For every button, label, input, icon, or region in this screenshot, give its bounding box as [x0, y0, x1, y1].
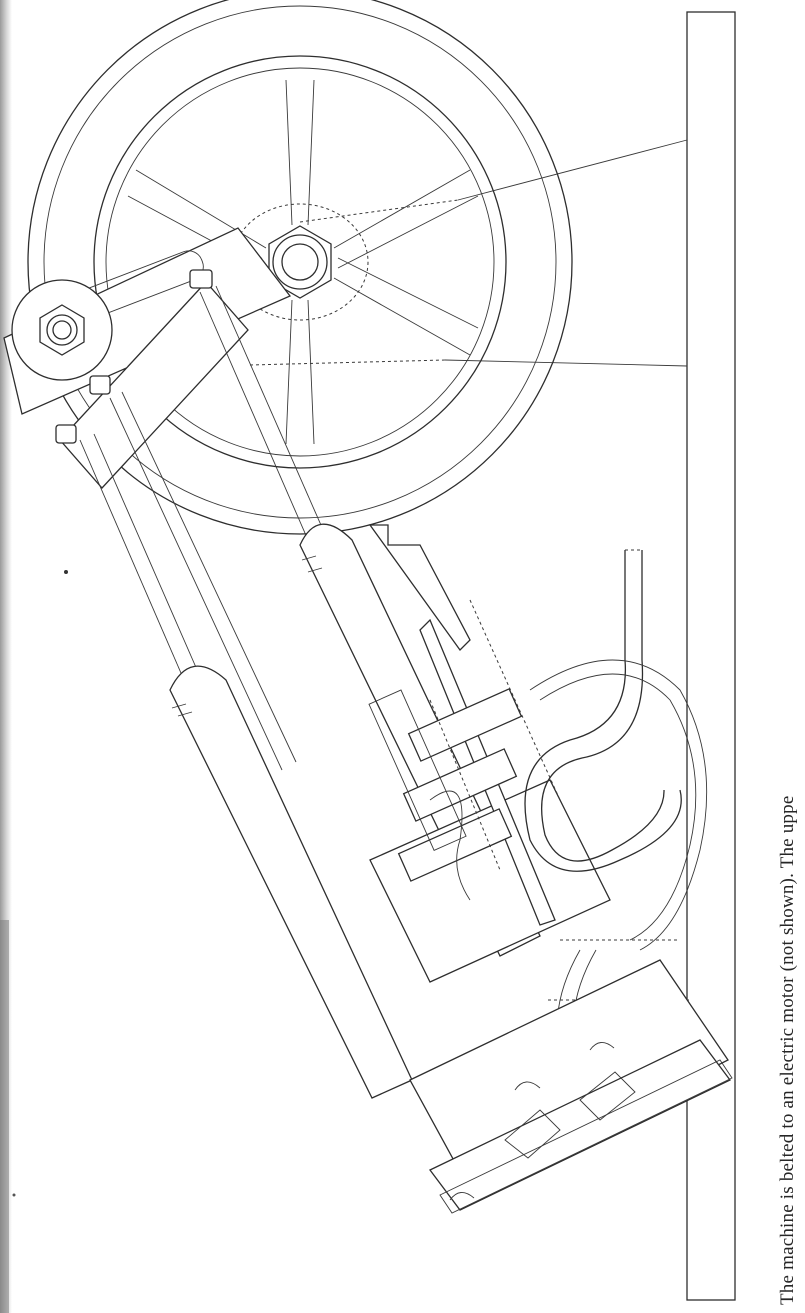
- stray-dot: [12, 1193, 16, 1197]
- valve-mechanism: [368, 524, 561, 926]
- cylinders: [169, 523, 611, 1099]
- flywheel-spokes: [127, 79, 479, 445]
- flywheel: [27, 0, 573, 535]
- base-board: [686, 11, 736, 1301]
- figure-caption: The machine is belted to an electric mot…: [777, 795, 798, 1305]
- drive-belt: [249, 139, 688, 367]
- hub-nut: [268, 225, 332, 299]
- page-binding-shadow-dark: [0, 920, 9, 1313]
- piston-rods: [79, 285, 325, 771]
- crank-arm: [3, 227, 292, 415]
- steam-pipes: [524, 549, 708, 1081]
- stray-dot: [64, 570, 68, 574]
- engine-bed: [409, 959, 733, 1214]
- crosshead-bar: [55, 269, 249, 489]
